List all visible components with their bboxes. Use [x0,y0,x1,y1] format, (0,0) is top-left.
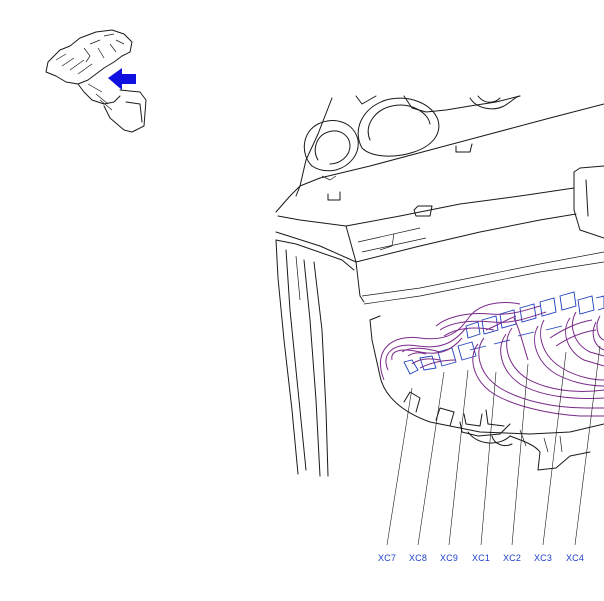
callout-xc2: XC2 [502,553,522,563]
callout-xc3: XC3 [533,553,553,563]
wire-harness [379,302,604,417]
callout-xc9: XC9 [439,553,459,563]
locator-thumbnail [45,29,147,133]
callout-xc8: XC8 [408,553,428,563]
callout-xc7: XC7 [377,553,397,563]
callout-xc1: XC1 [471,553,491,563]
connector-block [403,291,604,375]
callout-leaders [386,345,601,546]
dashboard-underside-drawing [275,95,604,546]
callout-xc4: XC4 [565,553,585,563]
locator-arrow-icon [108,68,136,90]
